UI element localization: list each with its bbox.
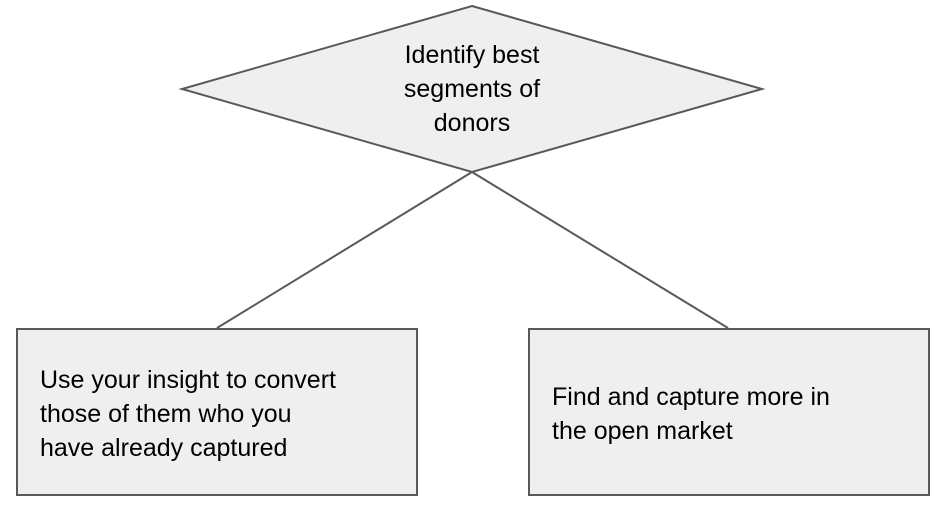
decision-label: Identify best segments of donors bbox=[372, 38, 572, 140]
left-box-label-line-3: have already captured bbox=[40, 434, 288, 462]
decision-diamond bbox=[178, 4, 766, 174]
right-box-label-line-1: Find and capture more in bbox=[552, 383, 830, 411]
left-box bbox=[16, 328, 418, 496]
right-box-label: Find and capture more in the open market bbox=[552, 380, 922, 448]
left-box-label-line-1: Use your insight to convert bbox=[40, 366, 336, 394]
left-box-label: Use your insight to convert those of the… bbox=[40, 363, 410, 465]
decision-label-line-1: Identify best bbox=[404, 41, 540, 69]
connector-right bbox=[471, 171, 729, 329]
left-box-label-line-2: those of them who you bbox=[40, 400, 292, 428]
right-box-label-line-2: the open market bbox=[552, 417, 733, 445]
decision-label-line-2: segments of bbox=[403, 75, 541, 103]
right-box bbox=[528, 328, 930, 496]
decision-label-line-3: donors bbox=[433, 109, 511, 137]
connector-left bbox=[216, 171, 473, 329]
